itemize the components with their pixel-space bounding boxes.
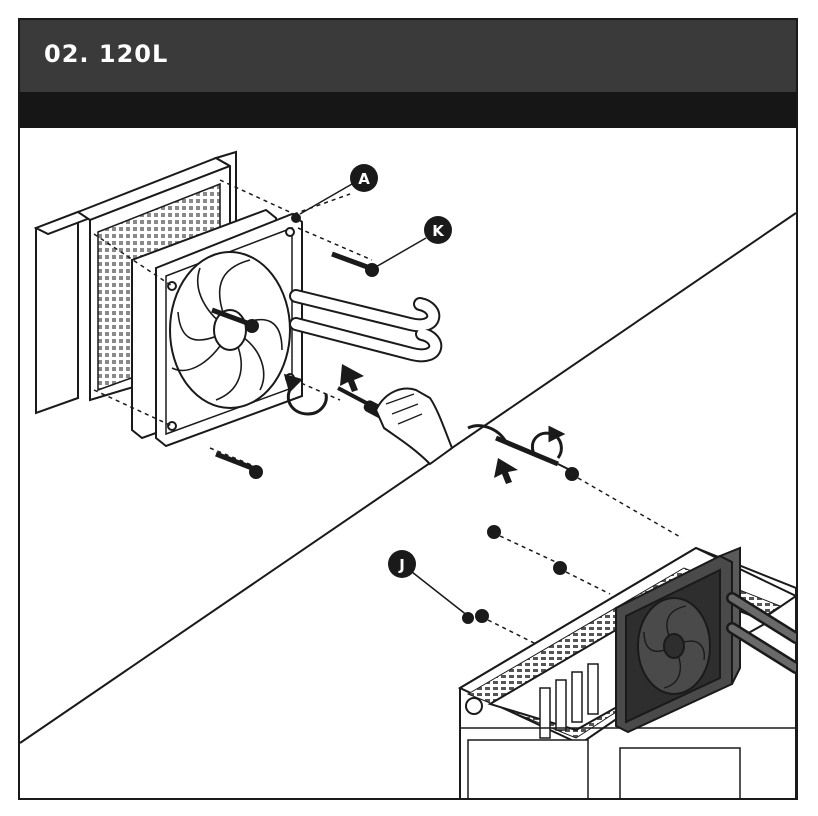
svg-text:J: J — [398, 556, 405, 574]
header-bar: 02. 120L — [20, 20, 796, 92]
callout-k: K — [424, 216, 452, 244]
svg-text:A: A — [358, 170, 370, 188]
screw-bottom-left — [216, 454, 262, 478]
callout-a: A — [350, 164, 378, 192]
svg-text:K: K — [432, 222, 445, 240]
sub-header-bar — [20, 92, 796, 128]
step-title: 02. 120L — [44, 40, 168, 68]
screw-j — [463, 468, 578, 623]
hand-icon — [376, 389, 452, 464]
installation-diagram: A K — [20, 128, 796, 800]
instruction-panel: 02. 120L — [18, 18, 798, 800]
washer-a — [291, 213, 301, 223]
pull-arrow-icon — [494, 458, 518, 484]
callout-j: J — [388, 550, 416, 578]
push-arrow-icon — [340, 364, 364, 392]
screw-k — [332, 254, 378, 276]
